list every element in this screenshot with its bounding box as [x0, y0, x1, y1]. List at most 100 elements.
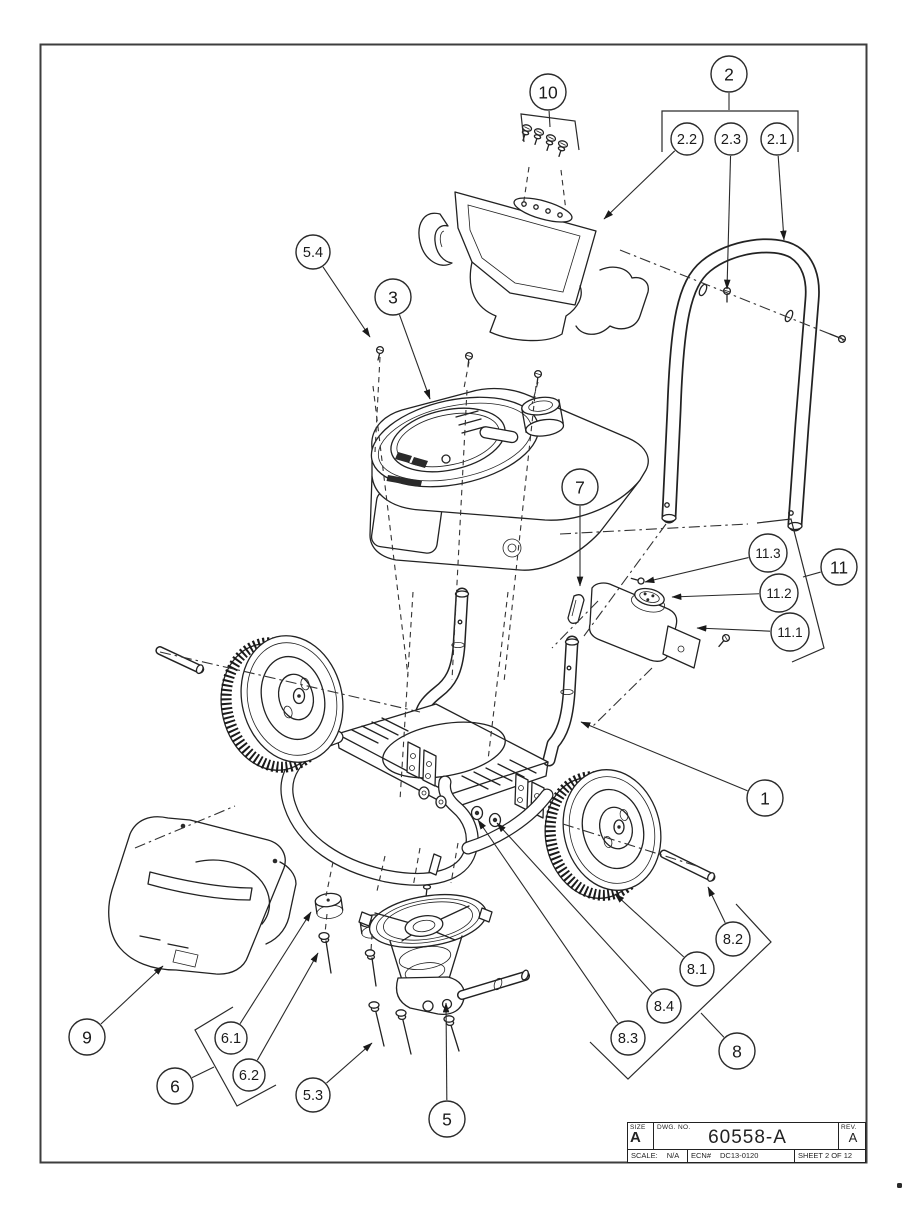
projection-line: [451, 389, 468, 681]
balloon-6: 6: [156, 1067, 194, 1105]
engine-screws: [375, 345, 543, 385]
balloon-circle: [610, 1020, 646, 1056]
projection-line: [560, 169, 567, 212]
leader-8.3: [477, 819, 619, 1024]
balloon-11.2: 11.2: [759, 573, 799, 613]
balloon-8.4: 8.4: [646, 988, 682, 1024]
balloon-circle: [428, 1100, 466, 1138]
panel-screws-part10: [521, 124, 569, 158]
leader-8: [700, 1012, 725, 1038]
handle-screw-right: [829, 333, 847, 344]
handle-panel-part2-2: [418, 191, 649, 342]
leader-11: [802, 571, 821, 578]
balloon-number: 5: [442, 1109, 452, 1129]
pump-part5: [358, 884, 530, 1055]
balloon-number: 3: [388, 287, 398, 307]
group-6-bracket: [194, 1006, 277, 1107]
size-value: A: [630, 1129, 641, 1146]
leader-11.2: [671, 593, 760, 600]
projection-line: [372, 385, 409, 677]
leader-5: [442, 1002, 450, 1101]
title-block-rev-cell: REV. A: [839, 1123, 865, 1149]
rev-label: REV.: [841, 1124, 857, 1131]
projection-line: [324, 913, 328, 934]
frame-part1: [280, 587, 580, 886]
foot-screw-left: [318, 931, 332, 974]
balloon-6.1: 6.1: [214, 1021, 248, 1055]
leader-2.3: [723, 155, 732, 290]
projection-line: [450, 842, 459, 884]
detergent-tank-part11: [588, 577, 731, 669]
leader-6.2: [256, 952, 319, 1061]
balloon-number: 8.3: [618, 1031, 638, 1047]
projection-lines: [134, 166, 846, 952]
balloon-circle: [714, 122, 748, 156]
balloon-2: 2: [710, 55, 748, 93]
balloon-number: 2.1: [767, 132, 787, 148]
group-2-bracket: [661, 110, 799, 152]
balloon-circle: [670, 122, 704, 156]
title-block-dwg-cell: DWG. NO. 60558-A: [654, 1123, 839, 1149]
leader-6: [191, 1066, 215, 1079]
balloon-circle: [679, 951, 715, 987]
ecn-value: DC13-0120: [720, 1151, 759, 1160]
leader-5.3: [326, 1042, 373, 1084]
balloon-7: 7: [561, 468, 599, 506]
group-8-bracket: [589, 903, 772, 1080]
projection-line: [559, 523, 749, 535]
balloon-circle: [748, 533, 788, 573]
projection-line: [370, 933, 373, 952]
balloon-8.2: 8.2: [715, 921, 751, 957]
balloon-number: 7: [575, 477, 585, 497]
balloon-11: 11: [820, 548, 858, 586]
balloon-circle: [820, 548, 858, 586]
front-panel-part9: [108, 816, 297, 975]
leader-10: [548, 110, 551, 128]
balloon-5: 5: [428, 1100, 466, 1138]
projection-line: [412, 847, 421, 888]
balloon-number: 10: [538, 82, 558, 102]
title-block-sheet-cell: SHEET 2 OF 12: [798, 1151, 853, 1160]
frame-pin-part4: [428, 853, 442, 876]
leader-8.1: [614, 893, 685, 958]
balloon-circle: [760, 122, 794, 156]
balloon-circle: [529, 73, 567, 111]
handle-screw-part2-3: [722, 286, 732, 303]
balloon-circle: [646, 988, 682, 1024]
projection-line: [583, 523, 667, 637]
balloon-number: 6.2: [239, 1068, 259, 1084]
balloon-2.3: 2.3: [714, 122, 748, 156]
balloon-number: 11.3: [755, 546, 780, 561]
title-block-scale-cell: SCALE:N/A: [628, 1150, 688, 1162]
projection-line: [562, 823, 701, 868]
leader-1: [580, 721, 748, 792]
projection-line: [134, 805, 236, 849]
balloon-number: 8.2: [723, 932, 743, 948]
title-block-ecn-cell: ECN#DC13-0120: [688, 1150, 795, 1162]
projection-line: [619, 249, 846, 341]
platform-slats: [351, 717, 537, 790]
balloon-circle: [746, 779, 784, 817]
balloon-8.3: 8.3: [610, 1020, 646, 1056]
leader-5.4: [322, 266, 371, 338]
balloon-number: 2: [724, 64, 734, 84]
balloon-11.1: 11.1: [770, 612, 810, 652]
leader-8.2: [707, 886, 726, 924]
balloon-number: 11.2: [766, 586, 791, 601]
projection-line: [463, 361, 470, 389]
projection-line: [531, 381, 539, 405]
balloon-number: 1: [760, 788, 770, 808]
leader-8.4: [496, 822, 653, 994]
balloon-number: 5.4: [303, 245, 323, 261]
balloon-8.1: 8.1: [679, 951, 715, 987]
balloon-number: 2.3: [721, 132, 741, 148]
leader-2.1: [777, 155, 787, 241]
balloon-number: 8.4: [654, 999, 674, 1015]
balloon-number: 6: [170, 1076, 180, 1096]
projection-line: [591, 667, 653, 728]
balloon-5.3: 5.3: [295, 1077, 331, 1113]
balloon-circle: [295, 234, 331, 270]
leader-3: [398, 314, 431, 400]
